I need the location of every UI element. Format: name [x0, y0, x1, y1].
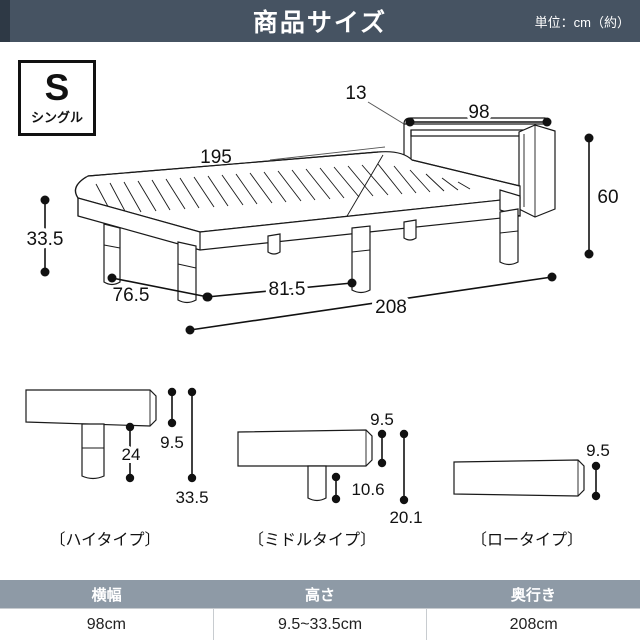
spec-header-depth: 奥行き [510, 586, 556, 604]
dimension-81-5-label: 81.5 [269, 279, 306, 300]
size-badge: S シングル [18, 60, 96, 136]
middle-type-dim-9-5: 9.5 [370, 410, 394, 468]
dimension-76-5: 76.5 [107, 273, 213, 306]
high-type-dim-33-5-label: 33.5 [175, 488, 208, 507]
low-type-dim-9-5: 9.5 [586, 441, 610, 501]
high-type-dim-9-5-label: 9.5 [160, 433, 184, 452]
spec-value-width: 98cm [0, 609, 214, 640]
low-type-frame [453, 459, 585, 497]
bed-leg-6-band [499, 230, 519, 234]
dimension-208: 208 [185, 272, 557, 335]
deck-top-back-edge [87, 151, 379, 177]
spec-table-header-row: 横幅 高さ 奥行き [0, 580, 640, 608]
spec-value-height: 9.5~33.5cm [214, 609, 428, 640]
spec-header-width: 横幅 [91, 586, 122, 604]
bed-leg-5 [403, 219, 417, 241]
dimension-195-label: 195 [200, 147, 232, 168]
bed-leg-1 [103, 223, 121, 286]
deck-top-right-edge [411, 159, 521, 187]
unit-note: 単位：cm（約） [534, 15, 630, 30]
high-type-dim-24-label: 24 [122, 445, 141, 464]
middle-type-label: 〔ミドルタイプ〕 [248, 531, 376, 549]
spec-header-height: 高さ [304, 586, 335, 604]
middle-type-dim-20-1-label: 20.1 [389, 508, 422, 527]
low-type-label: 〔ロータイプ〕 [471, 531, 583, 549]
high-type-dim-33-5: 33.5 [175, 387, 209, 507]
variant-high-type: 9.5 24 33.5 〔ハイタイプ〕 [25, 387, 209, 549]
size-badge-letter: S [44, 67, 70, 109]
dimension-60: 60 [584, 133, 619, 259]
slat-group [95, 163, 471, 215]
dimension-81-5: 81.5 [202, 276, 357, 304]
dimension-60-label: 60 [597, 187, 618, 208]
high-type-dim-24: 24 [119, 422, 143, 483]
dimension-13: 13 [345, 83, 405, 125]
middle-type-frame [237, 429, 373, 467]
high-type-leg [81, 423, 105, 480]
high-type-label: 〔ハイタイプ〕 [49, 531, 160, 549]
middle-type-dim-9-5-label: 9.5 [370, 410, 394, 429]
bed-leg-2 [177, 241, 197, 304]
dimension-195: 195 [200, 146, 386, 168]
variant-middle-type: 9.5 10.6 20.1 〔ミドルタイプ〕 [237, 410, 423, 549]
middle-type-dim-10-6-label: 10.6 [351, 480, 384, 499]
middle-type-dim-10-6: 10.6 [331, 472, 385, 504]
spec-table: 横幅 高さ 奥行き 98cm 9.5~33.5cm 208cm [0, 580, 640, 640]
bed-leg-3 [267, 233, 281, 255]
middle-type-leg [307, 465, 327, 502]
dimension-33-5-main: 33.5 [23, 195, 67, 277]
header-bar: 商品サイズ 単位：cm（約） [0, 0, 640, 42]
dimension-13-label: 13 [345, 83, 366, 104]
bed-leg-4 [351, 225, 371, 294]
bed-illustration [74, 117, 556, 304]
frame-left-round [74, 176, 87, 199]
low-type-dim-9-5-label: 9.5 [586, 441, 610, 460]
size-badge-sublabel: シングル [30, 109, 83, 125]
high-type-frame [25, 389, 157, 427]
dimension-76-5-label: 76.5 [113, 285, 150, 306]
bed-leg-6 [499, 208, 519, 266]
spec-value-depth: 208cm [509, 615, 558, 633]
dimension-33-5-main-label: 33.5 [27, 229, 64, 250]
spec-table-value-row: 98cm 9.5~33.5cm 208cm [0, 608, 640, 640]
variant-low-type: 9.5 〔ロータイプ〕 [453, 441, 610, 549]
high-type-dim-9-5: 9.5 [160, 387, 184, 452]
dimension-98: 98 [405, 99, 552, 127]
page-title: 商品サイズ [252, 9, 388, 37]
dimension-98-label: 98 [468, 102, 489, 123]
header-left-edge [0, 0, 10, 42]
dimension-208-label: 208 [375, 297, 407, 318]
middle-type-dim-20-1: 20.1 [389, 429, 423, 527]
bed-leg-1-band [103, 244, 121, 249]
bed-leg-2-band [177, 263, 197, 269]
bed-leg-4-band [351, 249, 371, 253]
